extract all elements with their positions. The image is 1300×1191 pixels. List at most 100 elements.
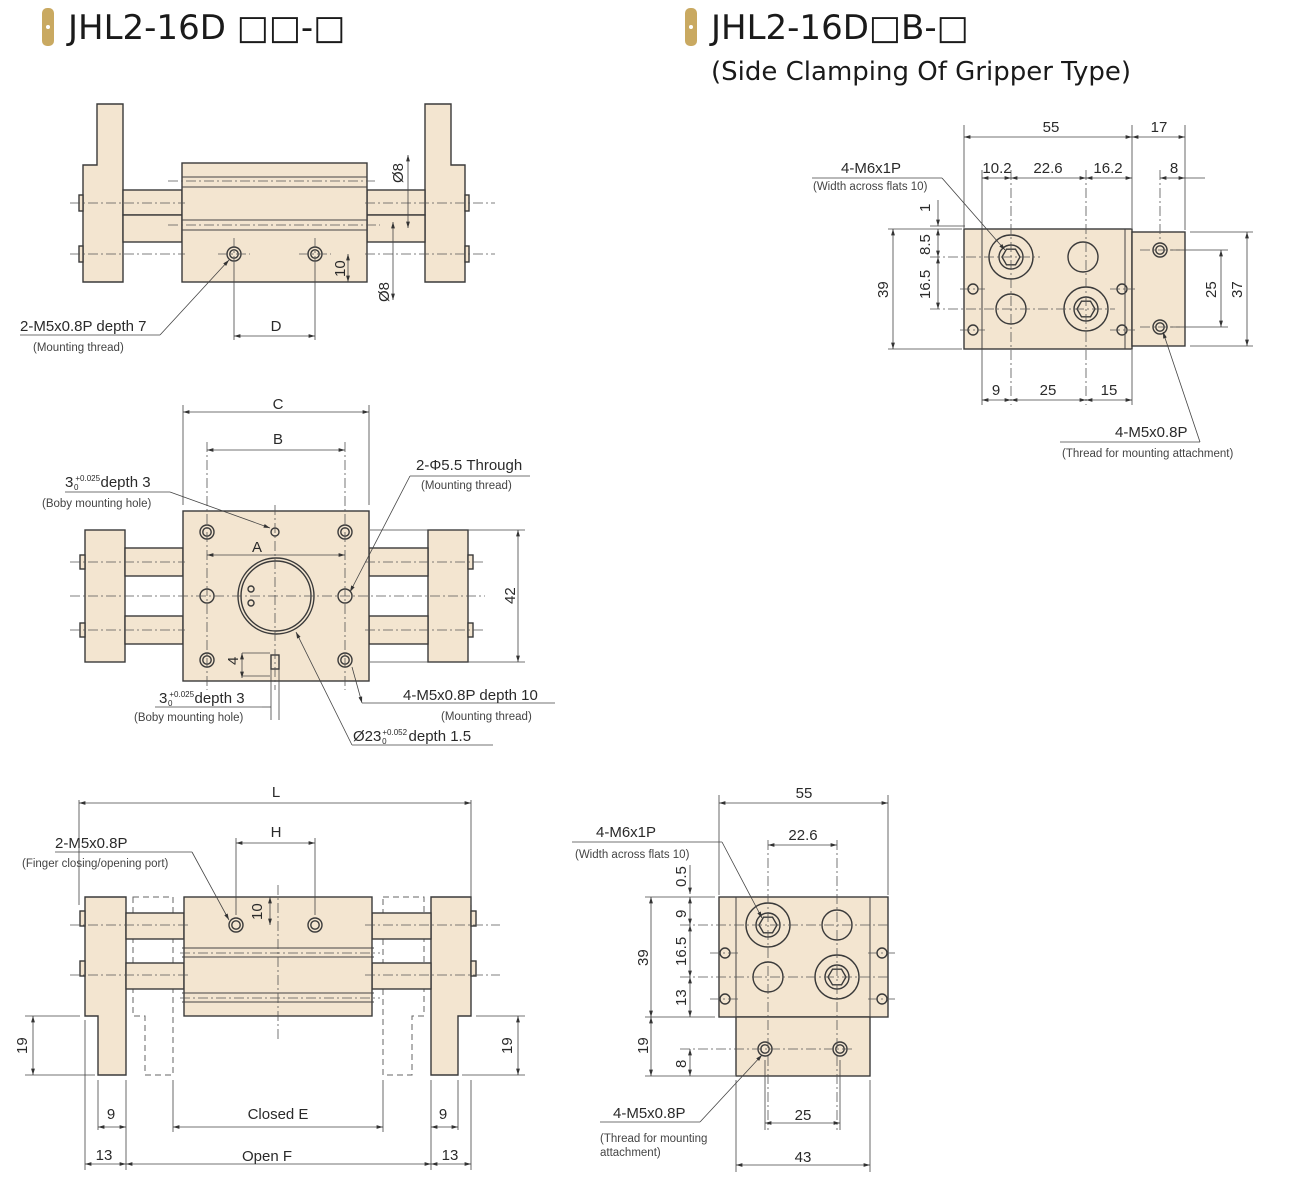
- thread-label: 2-M5x0.8P depth 7: [20, 318, 146, 335]
- guide-rod: [366, 214, 426, 243]
- attach-note-2: attachment): [600, 1147, 661, 1159]
- port-label: 4-M6x1P: [841, 160, 901, 177]
- leader-line: [699, 1054, 763, 1123]
- dim-b-label: B: [273, 431, 283, 448]
- leader-line: [721, 841, 763, 919]
- through-note: (Mounting thread): [421, 480, 512, 492]
- nut: [79, 960, 86, 977]
- view-side-top: 55 17 4-M6x1P (Width across flats 10) 10…: [813, 119, 1246, 460]
- leader-line: [351, 666, 363, 704]
- h19-label: 19: [635, 1037, 652, 1054]
- left-finger: [84, 896, 127, 1076]
- right-title: JHL2-16D□B-□: [709, 8, 969, 48]
- leader-line: [191, 851, 230, 921]
- port-label: 2-M5x0.8P: [55, 835, 128, 852]
- attach-label: 4-M5x0.8P: [1115, 424, 1188, 441]
- dim-c-label: C: [273, 396, 284, 413]
- d0-5-label: 0.5: [673, 866, 690, 887]
- guide-rod: [122, 189, 183, 216]
- h39-label: 39: [635, 949, 652, 966]
- d1-label: 1: [917, 204, 934, 212]
- dim-42-label: 42: [502, 587, 519, 604]
- b9-label: 9: [992, 382, 1000, 399]
- dia-upper-label: Ø8: [390, 163, 407, 183]
- attach-note: (Thread for mounting attachment): [1062, 448, 1233, 460]
- h39-label: 39: [875, 281, 892, 298]
- dimension-lines: [20, 125, 1253, 1172]
- guide-rod: [125, 962, 185, 990]
- view-top: Ø8 Ø8 10 D 2-M5x0.8P depth 7 (Mounting t…: [20, 163, 407, 354]
- port-label: 4-M6x1P: [596, 824, 656, 841]
- nut: [470, 960, 477, 977]
- leader-line: [295, 631, 353, 746]
- b43-label: 43: [795, 1149, 812, 1166]
- pin-bottom-note: (Boby mounting hole): [134, 712, 243, 724]
- offset-10-label: 10: [332, 260, 349, 277]
- right-subtitle: (Side Clamping Of Gripper Type): [711, 57, 1131, 87]
- port-hole-inner: [310, 920, 320, 930]
- guide-rod: [366, 189, 426, 216]
- header-right: JHL2-16D□B-□ (Side Clamping Of Gripper T…: [685, 8, 1131, 87]
- m5-label: 4-M5x0.8P depth 10: [403, 687, 538, 704]
- left-9-label: 9: [107, 1106, 115, 1123]
- leader-line: [1162, 331, 1201, 443]
- d16-5-label: 16.5: [917, 270, 934, 299]
- guide-rod: [371, 912, 432, 940]
- dim-d-label: D: [271, 318, 282, 335]
- through-label: 2-Φ5.5 Through: [416, 457, 522, 474]
- thread-note: (Mounting thread): [33, 342, 124, 354]
- bore-detail: [247, 599, 255, 607]
- open-f-label: Open F: [242, 1148, 292, 1165]
- left-finger: [82, 103, 124, 283]
- dim-a-label: A: [252, 539, 262, 556]
- port-note: (Width across flats 10): [813, 181, 928, 193]
- d22-6-label: 22.6: [1033, 160, 1062, 177]
- port-note: (Width across flats 10): [575, 849, 690, 861]
- d8-label: 8: [1170, 160, 1178, 177]
- left-19-label: 19: [14, 1037, 31, 1054]
- bullet-dot-icon: [46, 25, 50, 29]
- guide-rod: [371, 962, 432, 990]
- b25-label: 25: [1040, 382, 1057, 399]
- nut: [470, 910, 477, 927]
- left-13-label: 13: [96, 1147, 113, 1164]
- attach-label: 4-M5x0.8P: [613, 1105, 686, 1122]
- m5-note: (Mounting thread): [441, 711, 532, 723]
- w17-label: 17: [1151, 119, 1168, 136]
- side-body: [963, 228, 1133, 350]
- d16-5-label: 16.5: [673, 937, 690, 966]
- right-13-label: 13: [442, 1147, 459, 1164]
- b25-label: 25: [795, 1107, 812, 1124]
- d22-6-label: 22.6: [788, 827, 817, 844]
- leader-line: [169, 491, 271, 529]
- right-finger: [430, 896, 472, 1076]
- header-left: JHL2-16D □□-□: [42, 8, 345, 48]
- attach-note-1: (Thread for mounting: [600, 1133, 707, 1145]
- b15-label: 15: [1101, 382, 1118, 399]
- bore-detail: [247, 585, 255, 593]
- port-note: (Finger closing/opening port): [22, 858, 169, 870]
- leader-line: [941, 177, 1006, 251]
- view-front: L H 2-M5x0.8P (Finger closing/opening po…: [14, 784, 516, 1165]
- part-geometry: [78, 103, 1186, 1077]
- ghost-finger: [382, 896, 425, 1076]
- dia-lower-label: Ø8: [376, 282, 393, 302]
- guide-rod: [122, 214, 183, 243]
- h25-label: 25: [1203, 281, 1220, 298]
- d9-label: 9: [673, 910, 690, 918]
- dim-4-label: 4: [225, 657, 242, 665]
- port-hole-inner: [231, 920, 241, 930]
- right-19-label: 19: [499, 1037, 516, 1054]
- h37-label: 37: [1229, 281, 1246, 298]
- closed-e-label: Closed E: [248, 1106, 309, 1123]
- d13-label: 13: [673, 989, 690, 1006]
- w55-label: 55: [1043, 119, 1060, 136]
- attachment: [735, 1016, 871, 1077]
- pin-top-note: (Boby mounting hole): [42, 498, 151, 510]
- d8-label: 8: [673, 1060, 690, 1068]
- ghost-finger: [132, 896, 174, 1076]
